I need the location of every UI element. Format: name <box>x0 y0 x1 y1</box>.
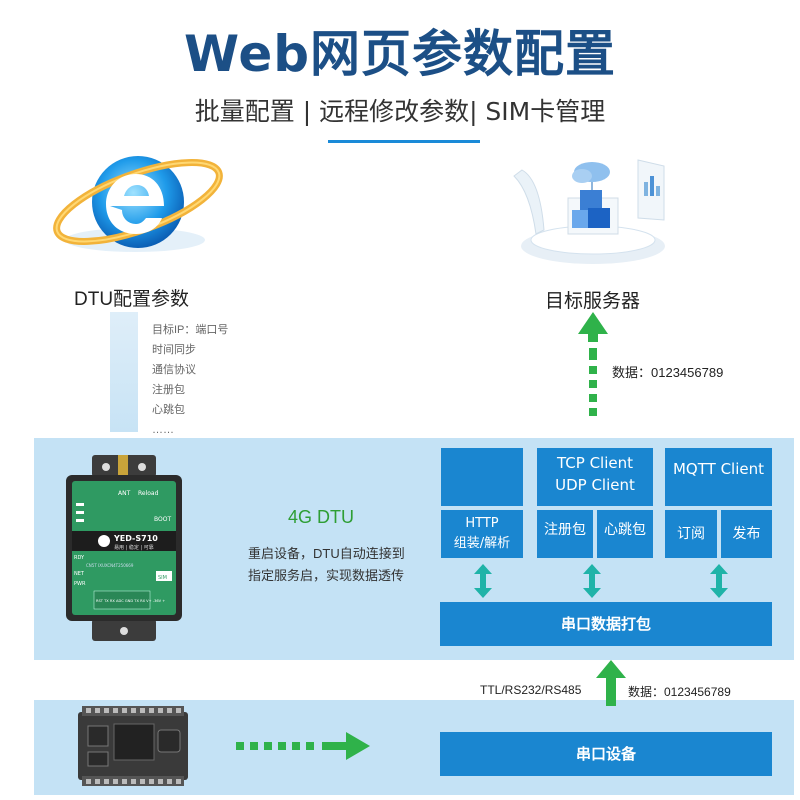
subscribe-label: 订阅 <box>677 526 705 542</box>
cloud-server-icon <box>513 159 665 264</box>
device-boot-text: BOOT <box>154 516 171 523</box>
bidirectional-arrow-icon <box>583 564 601 598</box>
device-sim-text: SIM <box>158 575 167 581</box>
param-item: 心跳包 <box>152 404 185 416</box>
uart-pack-label: 串口数据打包 <box>560 615 651 633</box>
http-box: HTTP 组装/解析 <box>441 510 523 558</box>
tcp-udp-client-box: TCP Client UDP Client <box>537 448 653 506</box>
green-up-arrow-icon <box>578 312 608 416</box>
plc-device-image <box>78 706 188 786</box>
dtu-desc-line: 指定服务启，实现数据透传 <box>248 568 405 583</box>
heartbeat-label: 心跳包 <box>604 522 646 538</box>
param-list: 目标IP：端口号 时间同步 通信协议 注册包 心跳包 …… <box>152 320 228 440</box>
publish-box: 发布 <box>721 510 772 558</box>
udp-client-label: UDP Client <box>555 476 635 494</box>
device-slogan-text: 易用 | 稳定 | 可靠 <box>114 544 154 551</box>
device-pins-text: RST TX RX ADC GND TX RX V+ -36V + <box>96 599 165 603</box>
data-label-top: 数据：0123456789 <box>612 365 724 380</box>
uart-device-label: 串口设备 <box>575 745 636 763</box>
dtu-device-image: ANT Reload BOOT YED-S710 易用 | 稳定 | 可靠 RD… <box>66 455 182 641</box>
uart-pack-box: 串口数据打包 <box>440 602 772 646</box>
green-right-arrow-icon <box>236 732 370 760</box>
device-rdy-text: RDY <box>74 555 85 561</box>
register-box: 注册包 <box>537 510 593 558</box>
param-item: 注册包 <box>152 384 185 396</box>
uart-device-box: 串口设备 <box>440 732 772 776</box>
dtu-desc-line: 重启设备，DTU自动连接到 <box>248 546 405 561</box>
bidirectional-arrow-icon <box>474 564 492 598</box>
tcp-client-label: TCP Client <box>557 454 633 472</box>
page-title: Web网页参数配置 <box>183 25 617 83</box>
subscribe-box: 订阅 <box>665 510 717 558</box>
param-item: …… <box>152 424 174 436</box>
param-bar <box>110 312 138 432</box>
browser-logo-icon <box>53 156 223 252</box>
param-item: 目标IP：端口号 <box>152 324 229 336</box>
mqtt-client-label: MQTT Client <box>672 460 764 478</box>
http-parse-label: 组装/解析 <box>453 536 511 551</box>
dtu-title: 4G DTU <box>288 507 355 527</box>
http-label: HTTP <box>465 516 499 531</box>
device-reload-text: Reload <box>138 490 159 497</box>
subtitle-underline <box>328 140 480 143</box>
param-item: 通信协议 <box>152 364 196 376</box>
blank-box <box>441 448 523 506</box>
register-label: 注册包 <box>544 522 586 538</box>
device-net-text: NET <box>74 571 85 577</box>
dtu-config-label: DTU配置参数 <box>74 289 190 310</box>
device-ant-text: ANT <box>118 490 131 497</box>
heartbeat-box: 心跳包 <box>597 510 653 558</box>
device-pwr-text: PWR <box>74 581 86 587</box>
page-subtitle: 批量配置 | 远程修改参数| SIM卡管理 <box>194 97 606 126</box>
device-imei-text: CN5T IXUXCN4T250669 <box>86 563 134 568</box>
param-item: 时间同步 <box>152 344 196 356</box>
mqtt-client-box: MQTT Client <box>665 448 772 506</box>
device-model-text: YED-S710 <box>113 534 158 543</box>
data-label-bottom: 数据：0123456789 <box>628 685 731 699</box>
bidirectional-arrow-icon <box>710 564 728 598</box>
publish-label: 发布 <box>732 526 761 542</box>
dtu-description: 重启设备，DTU自动连接到 指定服务启，实现数据透传 <box>248 543 405 587</box>
green-up-arrow-icon <box>596 660 626 706</box>
server-label: 目标服务器 <box>545 291 641 312</box>
interface-label: TTL/RS232/RS485 <box>480 683 582 697</box>
